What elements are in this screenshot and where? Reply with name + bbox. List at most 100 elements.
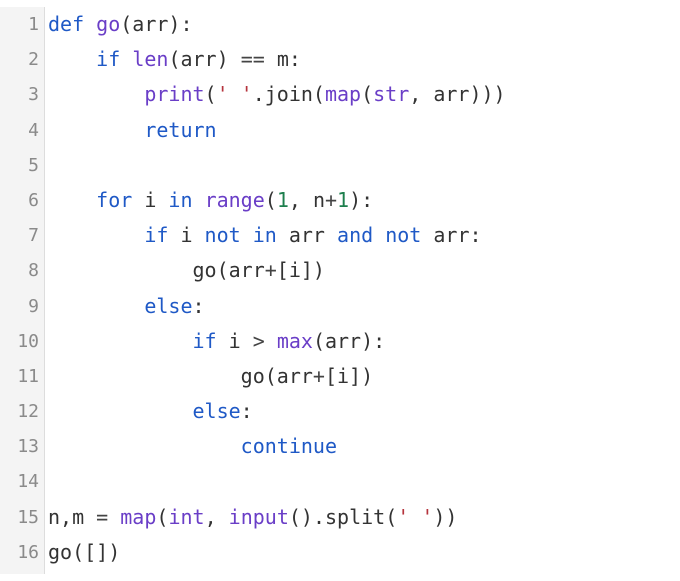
code-token: ' ' xyxy=(216,82,253,107)
code-token: len xyxy=(132,47,169,72)
line-number: 6 xyxy=(28,189,39,211)
code-token: = xyxy=(96,504,109,529)
code-token: go xyxy=(96,12,121,36)
code-line[interactable]: n,m = map(int, input().split(' ')) xyxy=(48,500,680,535)
line-number: 4 xyxy=(28,119,39,141)
line-number: 12 xyxy=(17,401,39,423)
code-token: (arr): xyxy=(120,12,193,36)
code-line[interactable]: def go(arr): xyxy=(48,7,680,42)
line-number: 14 xyxy=(17,471,39,493)
code-line[interactable] xyxy=(48,464,680,499)
code-line[interactable]: continue xyxy=(48,429,680,464)
code-token: , xyxy=(204,504,229,529)
indent xyxy=(48,329,193,353)
code-token xyxy=(193,188,205,212)
code-token: range xyxy=(204,187,265,212)
code-token: ): xyxy=(349,187,374,212)
code-line[interactable]: print(' '.join(map(str, arr))) xyxy=(48,77,680,112)
code-token: , n xyxy=(288,187,325,212)
code-token: str xyxy=(373,82,410,107)
code-token: ' ' xyxy=(397,504,434,529)
code-token: i xyxy=(216,328,253,353)
code-token: go(arr xyxy=(192,258,265,283)
code-token: in xyxy=(252,223,277,248)
code-line[interactable]: else: xyxy=(48,289,680,324)
line-number: 16 xyxy=(17,541,39,563)
indent xyxy=(48,434,241,458)
code-token: .join( xyxy=(252,82,325,107)
indent xyxy=(48,364,241,388)
code-token: + xyxy=(264,258,277,283)
code-token: ( xyxy=(361,82,374,107)
code-token: : xyxy=(240,399,253,424)
code-token: arr xyxy=(276,223,338,248)
code-token: (arr): xyxy=(312,328,386,353)
code-token: go(arr xyxy=(240,363,313,388)
code-token xyxy=(108,505,120,529)
code-token: def xyxy=(48,12,85,36)
indent xyxy=(48,47,96,71)
indent xyxy=(48,82,144,106)
code-token: i xyxy=(168,223,205,248)
code-token: i xyxy=(132,187,169,212)
code-token: [i]) xyxy=(324,363,374,388)
code-token: if xyxy=(192,328,217,353)
code-token: , arr))) xyxy=(409,82,506,107)
code-line[interactable]: return xyxy=(48,113,680,148)
code-line[interactable]: if i not in arr and not arr: xyxy=(48,218,680,253)
line-number: 5 xyxy=(28,154,39,176)
code-token: m: xyxy=(264,47,301,72)
code-token: 1 xyxy=(337,187,350,212)
code-token: in xyxy=(168,187,193,212)
line-number: 13 xyxy=(17,436,39,458)
code-token: continue xyxy=(240,434,337,459)
code-token: == xyxy=(240,47,265,72)
line-number: 1 xyxy=(28,14,39,35)
code-token: : xyxy=(192,293,205,318)
code-line[interactable] xyxy=(48,148,680,183)
indent xyxy=(48,399,193,423)
code-line[interactable]: go(arr+[i]) xyxy=(48,253,680,288)
code-token: and xyxy=(337,223,374,248)
indent xyxy=(48,118,144,142)
indent xyxy=(48,294,144,318)
code-token: print xyxy=(144,82,205,107)
line-number: 7 xyxy=(28,225,39,247)
code-line[interactable]: if i > max(arr): xyxy=(48,324,680,359)
code-area[interactable]: def go(arr): if len(arr) == m: print(' '… xyxy=(45,7,680,574)
code-line[interactable]: go([]) xyxy=(48,535,680,570)
code-token: for xyxy=(96,187,133,212)
code-token: arr: xyxy=(421,223,482,248)
code-token: n,m xyxy=(48,504,97,529)
code-token: else xyxy=(192,399,241,424)
code-token xyxy=(265,329,277,353)
line-number: 8 xyxy=(28,260,39,282)
code-token: if xyxy=(96,47,121,72)
code-token: ( xyxy=(264,187,277,212)
code-token: map xyxy=(120,504,157,529)
code-token: else xyxy=(144,293,193,318)
code-token: 1 xyxy=(276,187,289,212)
code-line[interactable]: if len(arr) == m: xyxy=(48,42,680,77)
code-token: ( xyxy=(156,504,169,529)
code-token: ().split( xyxy=(288,504,398,529)
code-token xyxy=(120,47,132,71)
line-number: 2 xyxy=(28,49,39,71)
code-token: int xyxy=(168,504,205,529)
code-token: )) xyxy=(433,504,458,529)
indent xyxy=(48,258,193,282)
code-line[interactable]: go(arr+[i]) xyxy=(48,359,680,394)
code-line[interactable]: for i in range(1, n+1): xyxy=(48,183,680,218)
code-token xyxy=(84,12,96,36)
code-line[interactable]: else: xyxy=(48,394,680,429)
line-number: 11 xyxy=(17,365,39,387)
code-token: + xyxy=(312,363,325,388)
indent xyxy=(48,223,144,247)
code-token: [i]) xyxy=(276,258,325,283)
line-number: 10 xyxy=(17,330,39,352)
code-token: return xyxy=(144,117,217,142)
code-token: not xyxy=(385,223,422,248)
indent xyxy=(48,188,96,212)
code-token: + xyxy=(325,187,338,212)
